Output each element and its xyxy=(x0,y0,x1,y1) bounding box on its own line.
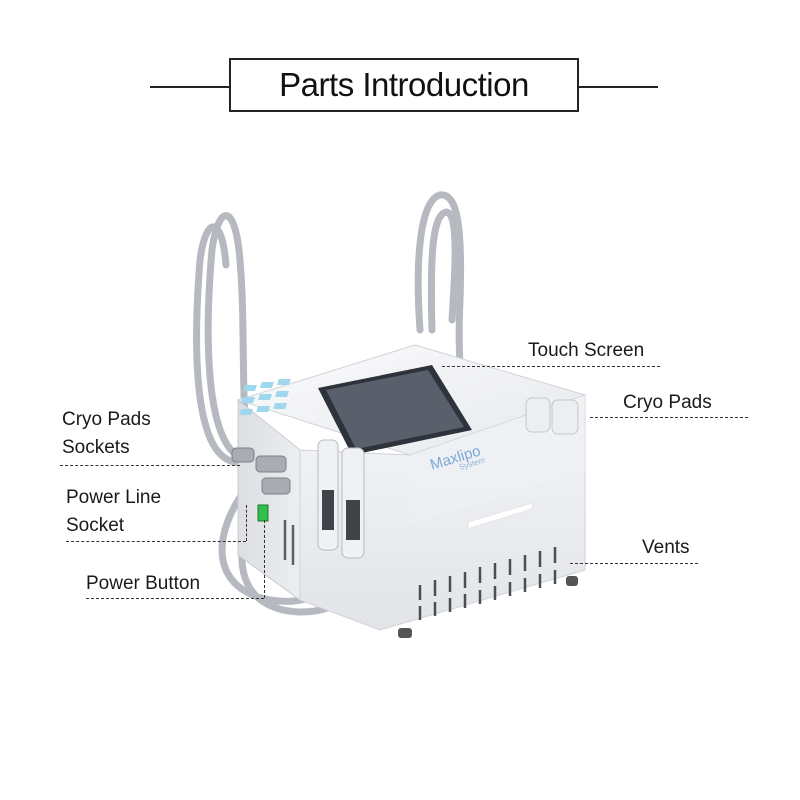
label-cryo-pads-sockets-line2: Sockets xyxy=(62,437,130,458)
touch-screen-illustration xyxy=(239,365,472,455)
label-power-button: Power Button xyxy=(86,573,201,594)
pad-sockets xyxy=(231,447,291,495)
page-title: Parts Introduction xyxy=(279,66,529,103)
title-rule-left xyxy=(150,86,230,88)
leader-touch-screen xyxy=(442,366,660,367)
power-button-illustration xyxy=(257,504,269,522)
title-rule-right xyxy=(578,86,658,88)
title-box: Parts Introduction xyxy=(229,58,579,112)
leader-power-button xyxy=(86,598,264,599)
label-cryo-pads-sockets-line1: Cryo Pads xyxy=(62,409,151,430)
cryo-pads-right xyxy=(525,397,579,435)
leader-power-line-socket-vertical xyxy=(246,505,247,541)
leader-power-button-vertical xyxy=(264,520,265,598)
cryo-pads-left xyxy=(317,439,365,559)
leader-cryo-pads xyxy=(590,417,748,418)
leader-power-line-socket xyxy=(66,541,246,542)
leader-cryo-pads-sockets xyxy=(60,465,240,466)
label-cryo-pads: Cryo Pads xyxy=(623,392,712,413)
label-power-line-socket-line1: Power Line xyxy=(66,487,162,508)
front-vents xyxy=(418,547,557,620)
label-touch-screen: Touch Screen xyxy=(528,340,645,361)
label-power-line-socket-line2: Socket xyxy=(66,515,125,536)
side-vents xyxy=(283,520,295,565)
light-bar xyxy=(467,502,533,530)
leader-vents xyxy=(570,563,698,564)
label-vents: Vents xyxy=(642,537,690,558)
machine-left-side xyxy=(237,398,301,601)
